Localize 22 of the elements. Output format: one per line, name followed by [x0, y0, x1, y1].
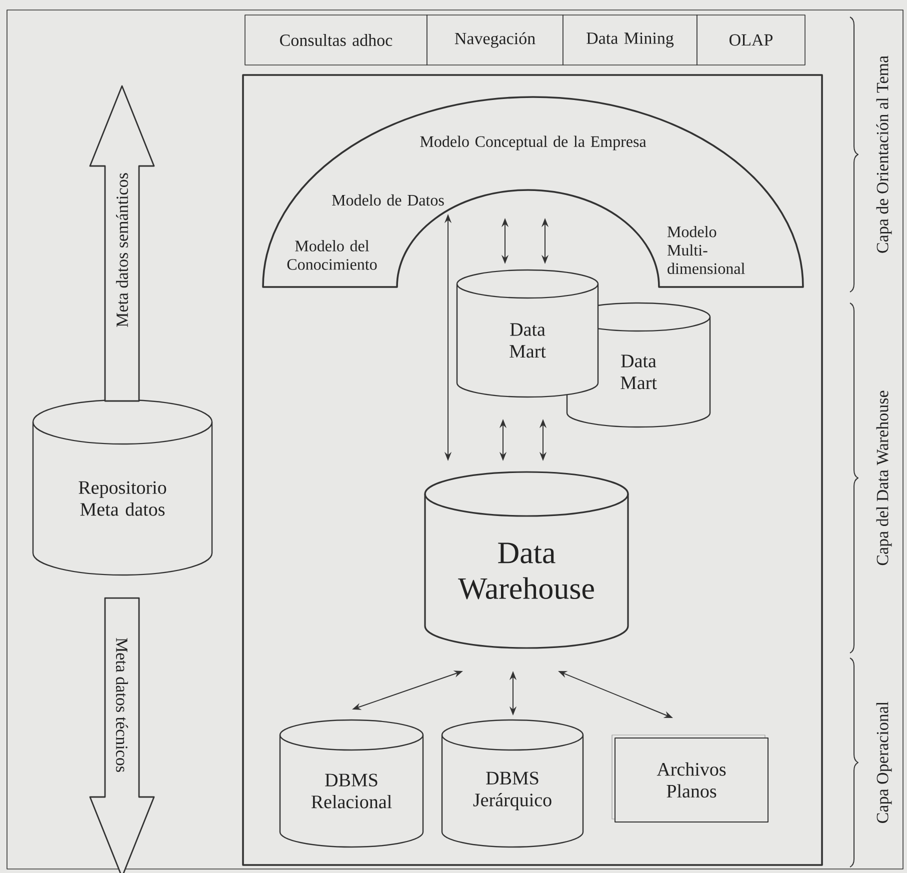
database-cylinder: DBMS Relacional: [279, 719, 424, 848]
layer-label: Capa de Orientación al Tema: [876, 56, 892, 253]
arrow-label: Meta datos técnicos: [116, 638, 128, 772]
menu-cell: OLAP: [696, 14, 806, 66]
database-cylinder: Repositorio Meta datos: [32, 399, 213, 576]
database-cylinder: Data Warehouse: [424, 471, 629, 649]
block-arrow: [89, 85, 155, 402]
model-label: Modelo Conceptual de la Empresa: [420, 136, 646, 150]
model-label: Modelo de Datos: [332, 194, 444, 206]
layer-label: Capa del Data Warehouse: [876, 390, 892, 566]
menu-cell: Data Mining: [562, 14, 698, 66]
database-cylinder: Data Mart: [456, 269, 599, 398]
system-frame: [242, 74, 823, 866]
block-arrow: [89, 597, 155, 873]
model-label: Modelo Multi- dimensional: [667, 226, 745, 274]
arrow-label: Meta datos semánticos: [116, 173, 128, 327]
layer-label: Capa Operacional: [876, 702, 892, 823]
menu-cell: Navegación: [426, 14, 564, 66]
menu-cell: Consultas adhoc: [244, 14, 428, 66]
database-cylinder: DBMS Jerárquico: [441, 719, 584, 848]
model-label: Modelo del Conocimiento: [287, 240, 377, 270]
file-box: Archivos Planos: [612, 734, 768, 822]
